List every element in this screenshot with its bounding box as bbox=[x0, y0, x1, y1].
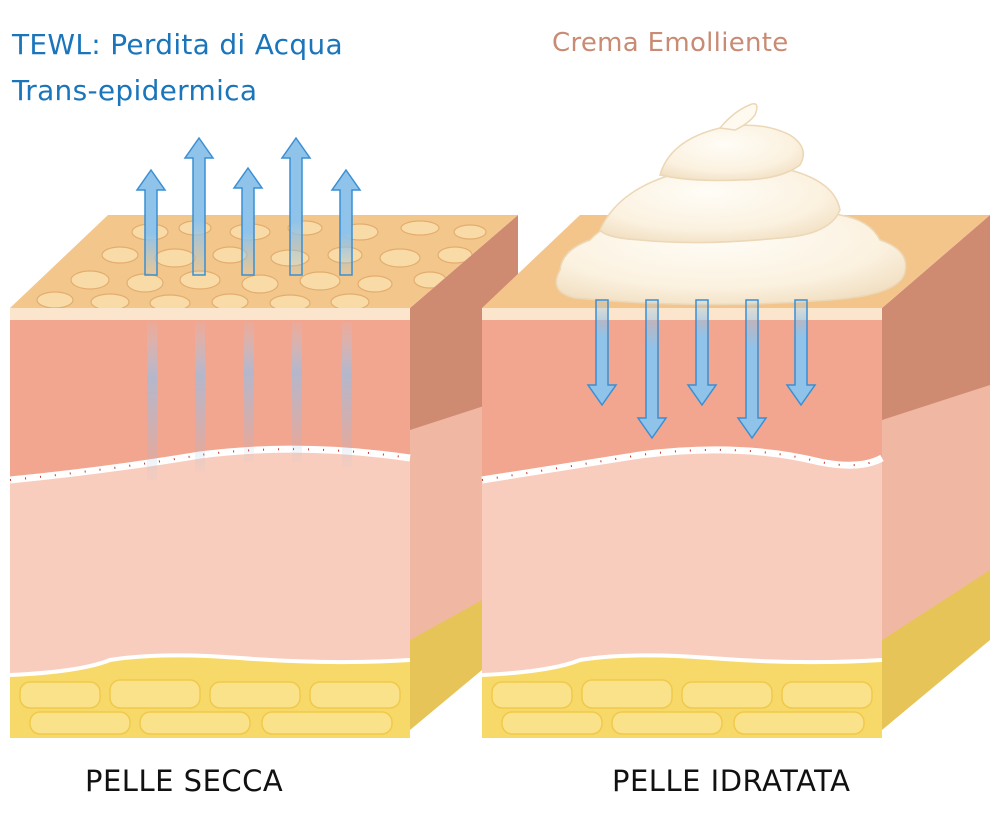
arrow-up-1 bbox=[135, 168, 167, 276]
dry-stratum-corneum bbox=[10, 308, 410, 320]
arrow-down-2 bbox=[636, 299, 668, 440]
arrow-up-4 bbox=[280, 136, 312, 276]
hydrated-fat-cells bbox=[491, 679, 873, 735]
hydrated-stratum-corneum bbox=[482, 308, 882, 320]
dry-skin-label: PELLE SECCA bbox=[85, 764, 284, 798]
dry-dermis bbox=[10, 449, 410, 690]
dry-fat-cells bbox=[19, 679, 401, 735]
hydrated-basal-layer bbox=[481, 446, 884, 484]
tewl-title-line1: TEWL: Perdita di Acqua bbox=[12, 28, 343, 61]
hydrated-dermis bbox=[482, 449, 882, 690]
hydration-arrows-down bbox=[586, 299, 817, 440]
arrow-down-4 bbox=[736, 299, 768, 440]
arrow-up-2 bbox=[183, 136, 215, 276]
tewl-title: TEWL: Perdita di Acqua Trans-epidermica bbox=[12, 22, 343, 114]
arrow-down-5 bbox=[785, 299, 817, 407]
cream-label: Crema Emolliente bbox=[552, 28, 789, 58]
emollient-cream bbox=[555, 102, 907, 306]
hydrated-skin-label: PELLE IDRATATA bbox=[612, 764, 851, 798]
tewl-title-line2: Trans-epidermica bbox=[12, 74, 258, 107]
dry-corneocytes bbox=[36, 220, 487, 308]
dry-water-channels bbox=[147, 322, 352, 480]
dry-skin-block bbox=[9, 136, 518, 738]
arrow-down-3 bbox=[686, 299, 718, 407]
arrow-up-3 bbox=[232, 166, 264, 276]
arrow-up-5 bbox=[330, 168, 362, 276]
tewl-arrows-up bbox=[135, 136, 362, 276]
hydrated-skin-block bbox=[481, 102, 990, 738]
arrow-down-1 bbox=[586, 299, 618, 407]
